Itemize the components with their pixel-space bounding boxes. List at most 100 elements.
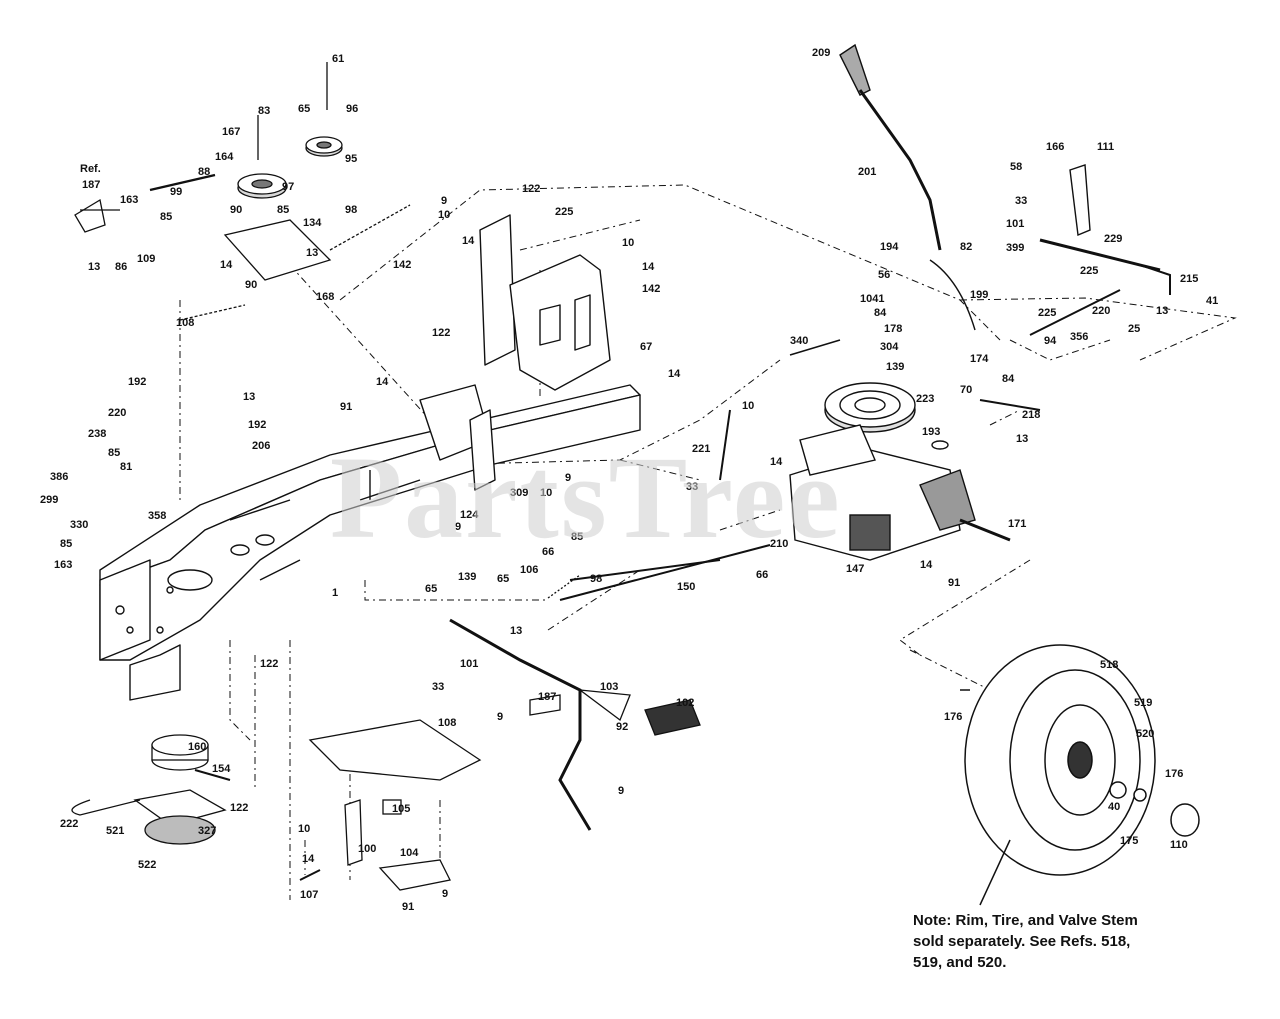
callout-111: 111 <box>1097 141 1114 153</box>
ref-label: Ref. <box>80 163 101 175</box>
callout-98b: 98 <box>590 573 602 585</box>
callout-330: 330 <box>70 519 88 531</box>
callout-105: 105 <box>392 803 410 815</box>
note-text: Note: Rim, Tire, and Valve Stem sold sep… <box>913 910 1253 973</box>
electric-clutch <box>71 734 231 845</box>
callout-98: 98 <box>345 204 357 216</box>
callout-225: 225 <box>555 206 573 218</box>
callout-65c: 65 <box>497 573 509 585</box>
callout-386: 386 <box>50 471 68 483</box>
callout-96: 96 <box>346 103 358 115</box>
callout-327: 327 <box>198 825 216 837</box>
callout-160: 160 <box>188 741 206 753</box>
callout-122b: 122 <box>432 327 450 339</box>
callout-150: 150 <box>677 581 695 593</box>
callout-187: 187 <box>82 179 100 191</box>
callout-101: 101 <box>460 658 478 670</box>
callout-labels: 61 83 65 96 167 95 164 88 97 Ref. 187 99… <box>40 47 1218 913</box>
callout-90b: 90 <box>245 279 257 291</box>
callout-304: 304 <box>880 341 899 353</box>
callout-356: 356 <box>1070 331 1088 343</box>
callout-222: 222 <box>60 818 78 830</box>
callout-199: 199 <box>970 289 988 301</box>
callout-220: 220 <box>108 407 126 419</box>
callout-9: 9 <box>441 195 447 207</box>
callout-67: 67 <box>640 341 652 353</box>
callout-299: 299 <box>40 494 58 506</box>
note-line-1: Note: Rim, Tire, and Valve Stem <box>913 912 1138 929</box>
transaxle <box>789 382 1011 561</box>
callout-9b: 9 <box>455 521 461 533</box>
callout-139: 139 <box>458 571 476 583</box>
callout-109: 109 <box>137 253 155 265</box>
callout-13d: 13 <box>510 625 522 637</box>
callout-154: 154 <box>212 763 231 775</box>
callout-209: 209 <box>812 47 830 59</box>
callout-167: 167 <box>222 126 240 138</box>
callout-58: 58 <box>1010 161 1022 173</box>
callout-56: 56 <box>878 269 890 281</box>
callout-65b: 65 <box>425 583 437 595</box>
callout-14b: 14 <box>462 235 475 247</box>
note-line-3: 519, and 520. <box>913 954 1007 971</box>
callout-134: 134 <box>303 217 322 229</box>
callout-218: 218 <box>1022 409 1040 421</box>
callout-168: 168 <box>316 291 334 303</box>
callout-164: 164 <box>215 151 234 163</box>
callout-106: 106 <box>520 564 538 576</box>
callout-163: 163 <box>120 194 138 206</box>
callout-225b: 225 <box>1080 265 1098 277</box>
callout-206: 206 <box>252 440 270 452</box>
callout-1: 1 <box>332 587 338 599</box>
callout-9c: 9 <box>565 472 571 484</box>
callout-166: 166 <box>1046 141 1064 153</box>
callout-25: 25 <box>1128 323 1140 335</box>
rear-wheel <box>960 644 1200 906</box>
callout-215: 215 <box>1180 273 1198 285</box>
callout-139b: 139 <box>886 361 904 373</box>
callout-10d: 10 <box>298 823 310 835</box>
main-frame <box>99 214 641 701</box>
callout-9f: 9 <box>442 888 448 900</box>
callout-81: 81 <box>120 461 132 473</box>
callout-171: 171 <box>1008 518 1026 530</box>
callout-9e: 9 <box>618 785 624 797</box>
callout-84b: 84 <box>1002 373 1015 385</box>
callout-104: 104 <box>400 847 419 859</box>
callout-13c: 13 <box>243 391 255 403</box>
callout-103: 103 <box>600 681 618 693</box>
callout-108: 108 <box>176 317 194 329</box>
callout-13b: 13 <box>306 247 318 259</box>
callout-33c: 33 <box>1015 195 1027 207</box>
callout-85b: 85 <box>160 211 172 223</box>
callout-90: 90 <box>230 204 242 216</box>
callout-14c: 14 <box>642 261 655 273</box>
callout-122c: 122 <box>260 658 278 670</box>
callout-10e: 10 <box>742 400 754 412</box>
callout-358: 358 <box>148 510 166 522</box>
callout-108b: 108 <box>438 717 456 729</box>
callout-110: 110 <box>1170 839 1188 851</box>
callout-147: 147 <box>846 563 864 575</box>
callout-14e: 14 <box>376 376 389 388</box>
callout-92: 92 <box>616 721 628 733</box>
callout-10b: 10 <box>622 237 634 249</box>
callout-142: 142 <box>393 259 411 271</box>
shift-lever <box>719 43 1171 481</box>
callout-174: 174 <box>970 353 989 365</box>
callout-220b: 220 <box>1092 305 1110 317</box>
note-line-2: sold separately. See Refs. 518, <box>913 933 1131 950</box>
callout-65: 65 <box>298 103 310 115</box>
callout-70: 70 <box>960 384 972 396</box>
callout-167b: 187 <box>538 691 556 703</box>
pedal-linkage <box>299 544 771 891</box>
callout-86: 86 <box>115 261 127 273</box>
callout-85c: 85 <box>108 447 120 459</box>
callout-521: 521 <box>106 825 124 837</box>
callout-122: 122 <box>522 183 540 195</box>
callout-82: 82 <box>960 241 972 253</box>
callout-340: 340 <box>790 335 808 347</box>
callout-107: 107 <box>300 889 318 901</box>
callout-101b: 101 <box>1006 218 1024 230</box>
